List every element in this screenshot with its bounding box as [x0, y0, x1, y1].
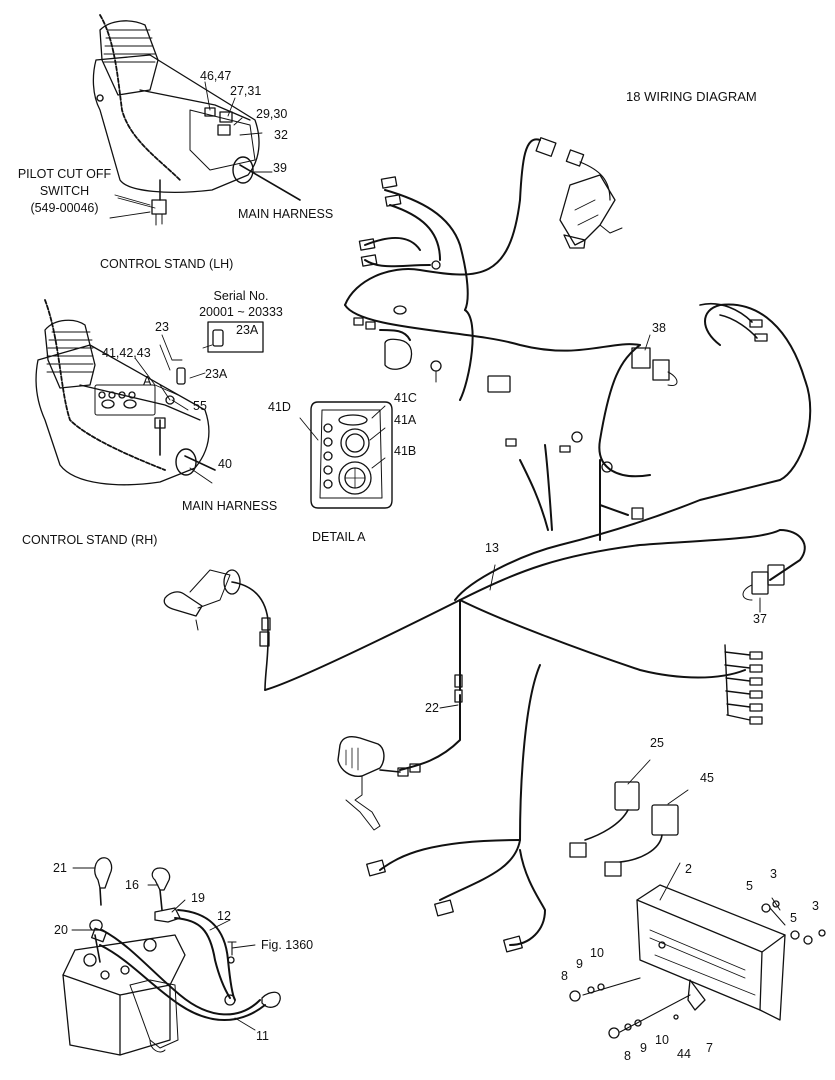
callout-41c: 41C [394, 391, 417, 405]
callout-13: 13 [485, 541, 499, 555]
callout-23: 23 [155, 320, 169, 334]
callout-38: 38 [652, 321, 666, 335]
control-stand-rh [35, 299, 264, 486]
callout-41d: 41D [268, 400, 291, 414]
callout-27-31: 27,31 [230, 84, 262, 98]
serial-no-label: Serial No. [213, 289, 269, 303]
callout-41a: 41A [394, 413, 417, 427]
detail-a-label: DETAIL A [312, 530, 366, 544]
callout-16: 16 [125, 878, 139, 892]
main-harness-label-mid: MAIN HARNESS [182, 499, 278, 513]
work-lamp-assembly [337, 674, 463, 831]
callout-32: 32 [274, 128, 288, 142]
callout-37: 37 [753, 612, 767, 626]
callout-10-b: 10 [655, 1033, 669, 1047]
callout-22: 22 [425, 701, 439, 715]
pilot-switch-label-1: PILOT CUT OFF [17, 167, 112, 181]
callout-44: 44 [677, 1047, 691, 1061]
right-relay-37 [724, 564, 785, 725]
callout-40: 40 [218, 457, 232, 471]
callout-8-b: 8 [624, 1049, 631, 1063]
callout-55: 55 [193, 399, 207, 413]
callout-7: 7 [706, 1041, 713, 1055]
callout-29-30: 29,30 [256, 107, 288, 121]
leader-lines [71, 197, 761, 1031]
callout-41-42-43: 41,42,43 [102, 346, 151, 360]
callout-45: 45 [700, 771, 714, 785]
callout-10-a: 10 [590, 946, 604, 960]
diagram-title: 18 WIRING DIAGRAM [626, 89, 757, 104]
callout-19: 19 [191, 891, 205, 905]
callout-3-a: 3 [770, 867, 777, 881]
callout-39: 39 [273, 161, 287, 175]
callout-11: 11 [256, 1029, 269, 1043]
callout-12: 12 [217, 909, 231, 923]
serial-range-label: 20001 ~ 20333 [199, 305, 283, 319]
callout-3-b: 3 [812, 899, 819, 913]
callout-5-a: 5 [746, 879, 753, 893]
callout-8-a: 8 [561, 969, 568, 983]
callout-2: 2 [685, 862, 692, 876]
bottom-connectors [366, 859, 523, 953]
callout-9-b: 9 [640, 1041, 647, 1055]
callout-5-b: 5 [790, 911, 797, 925]
battery-box-2 [569, 862, 826, 1039]
control-stand-lh-label: CONTROL STAND (LH) [100, 257, 234, 271]
callout-9-a: 9 [576, 957, 583, 971]
pilot-switch-label-2: SWITCH [39, 184, 90, 198]
battery-assembly [62, 857, 281, 1056]
callout-41b: 41B [394, 444, 417, 458]
callout-21: 21 [53, 861, 67, 875]
callout-25: 25 [650, 736, 664, 750]
relays-25-45 [569, 759, 689, 877]
main-harness [264, 138, 812, 946]
detail-marker-a: A [143, 374, 152, 388]
pilot-switch-label-3: (549-00046) [30, 201, 99, 215]
fuel-sender-assembly [163, 569, 271, 691]
callout-20: 20 [54, 923, 68, 937]
callout-46-47: 46,47 [200, 69, 232, 83]
top-connectors [353, 176, 768, 520]
control-stand-rh-label: CONTROL STAND (RH) [22, 533, 158, 547]
detail-a-panel [299, 401, 393, 509]
main-harness-label-top: MAIN HARNESS [238, 207, 334, 221]
callout-23a: 23A [205, 367, 228, 381]
control-stand-lh [92, 14, 301, 226]
top-relay-assembly [535, 137, 623, 249]
fig-reference: Fig. 1360 [261, 938, 314, 952]
callout-23a-boxed: 23A [236, 323, 259, 337]
